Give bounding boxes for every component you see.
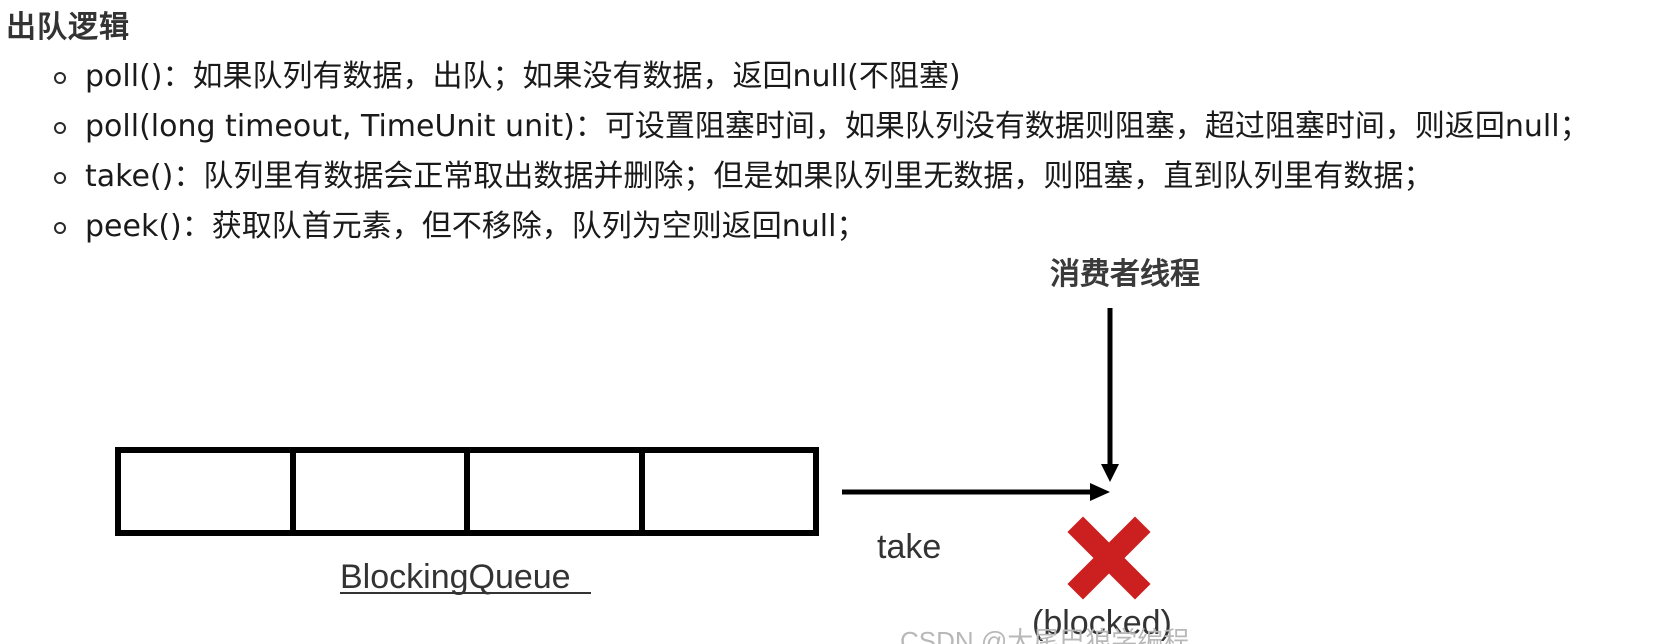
take-label: take <box>877 528 941 566</box>
circle-bullet-icon <box>54 122 66 134</box>
csdn-watermark: CSDN @大尾巴狼学编程 <box>900 626 1189 644</box>
method-list: poll()：如果队列有数据，出队；如果没有数据，返回null(不阻塞) pol… <box>0 56 1590 256</box>
list-item-text: take()：队列里有数据会正常取出数据并删除；但是如果队列里无数据，则阻塞，直… <box>85 159 1434 194</box>
list-item-text: peek()：获取队首元素，但不移除，队列为空则返回null； <box>85 209 867 244</box>
section-heading: 出队逻辑 <box>6 10 130 45</box>
list-item-text: poll(long timeout, TimeUnit unit)：可设置阻塞时… <box>85 109 1590 144</box>
list-item-poll: poll()：如果队列有数据，出队；如果没有数据，返回null(不阻塞) <box>0 56 1590 106</box>
blocked-x-icon <box>1067 516 1151 600</box>
circle-bullet-icon <box>54 222 66 234</box>
list-item-peek: peek()：获取队首元素，但不移除，队列为空则返回null； <box>0 206 1590 256</box>
circle-bullet-icon <box>54 172 66 184</box>
take-arrow <box>842 483 1110 501</box>
list-item-poll-timeout: poll(long timeout, TimeUnit unit)：可设置阻塞时… <box>0 106 1590 156</box>
list-item-take: take()：队列里有数据会正常取出数据并删除；但是如果队列里无数据，则阻塞，直… <box>0 156 1590 206</box>
circle-bullet-icon <box>54 72 66 84</box>
blocked-label: (blocked) <box>1032 604 1172 642</box>
blocking-queue-box <box>115 447 819 536</box>
list-item-text: poll()：如果队列有数据，出队；如果没有数据，返回null(不阻塞) <box>85 59 961 94</box>
consumer-thread-label: 消费者线程 <box>1050 258 1200 291</box>
blocking-queue-label: BlockingQueue <box>340 558 571 596</box>
consumer-down-arrow <box>1101 308 1119 482</box>
